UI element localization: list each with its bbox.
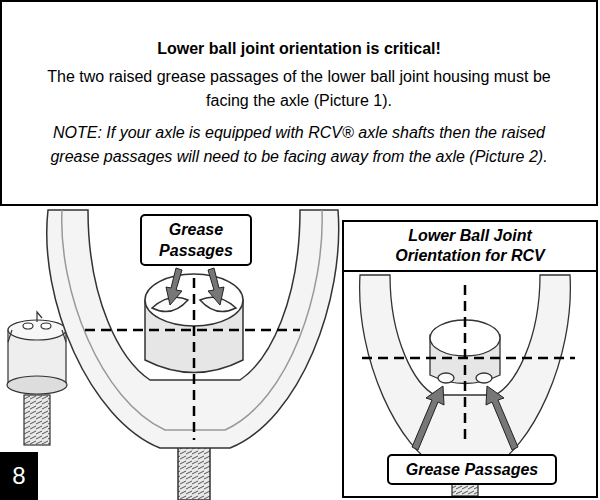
callout-box: Grease Passages	[140, 214, 252, 266]
pointer-arrows	[166, 268, 224, 305]
instruction-box: Lower ball joint orientation is critical…	[0, 0, 598, 206]
rcv-pointer-arrows	[412, 386, 518, 450]
steering-knuckle-rcv	[360, 275, 571, 496]
inset-panel: Lower Ball Joint Orientation for RCV Grea…	[342, 220, 598, 498]
label-text: 8	[12, 462, 25, 490]
center-crosshair	[85, 278, 300, 440]
label-text: Grease Passages	[148, 219, 244, 261]
step-number: 8	[0, 452, 38, 500]
heading-text: Lower ball joint orientation is critical…	[30, 37, 568, 61]
steering-knuckle	[47, 210, 339, 500]
label-text: NOTE: If your axle is equipped with RCV®…	[30, 121, 568, 169]
label-text: The two raised grease passages of the lo…	[30, 65, 568, 113]
ball-joint-icon	[7, 312, 67, 445]
label-text: Lower Ball Joint Orientation for RCV	[344, 222, 596, 272]
callout-box: Grease Passages	[387, 454, 557, 485]
label-text: Grease Passages	[395, 459, 549, 480]
rcv-crosshair	[362, 285, 575, 440]
